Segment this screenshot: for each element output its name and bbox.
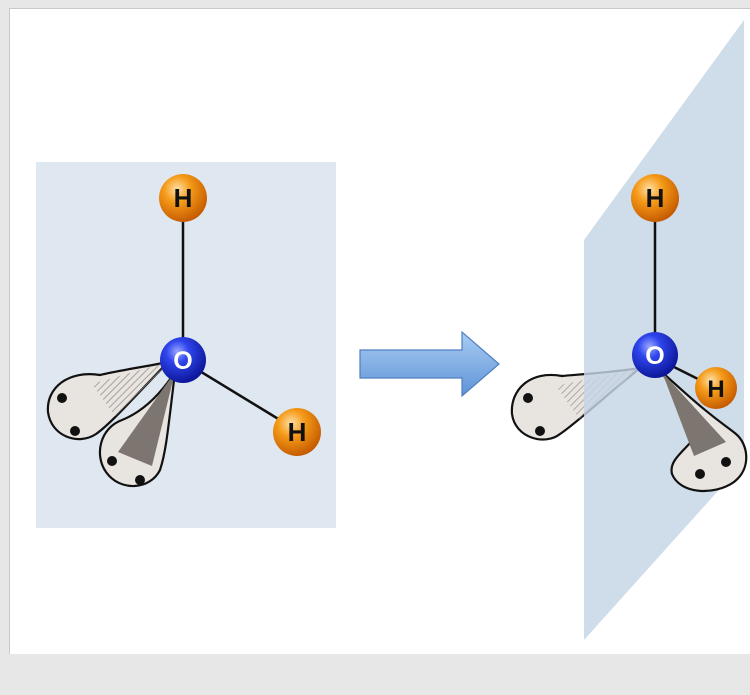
- electron-dot: [57, 393, 67, 403]
- right-arrow-icon: [359, 330, 500, 398]
- oxygen-atom: O: [632, 332, 678, 378]
- electron-dot: [695, 469, 705, 479]
- o-h-bond-side: [671, 364, 701, 382]
- electron-dot: [107, 456, 117, 466]
- oxygen-atom: O: [160, 337, 206, 383]
- hydrogen-atom-top: H: [631, 174, 679, 222]
- hydrogen-label: H: [174, 183, 193, 213]
- hydrogen-atom-top: H: [159, 174, 207, 222]
- lone-pair-wedge: [661, 371, 748, 493]
- mirror-plane: [584, 20, 744, 640]
- hydrogen-atom-side: H: [695, 367, 737, 409]
- electron-dot: [70, 426, 80, 436]
- electron-dot: [721, 457, 731, 467]
- electron-dot: [135, 475, 145, 485]
- electron-dot: [535, 426, 545, 436]
- o-h-bond-right: [197, 368, 281, 422]
- right-molecule: H O H: [510, 20, 748, 640]
- bottom-bar: [0, 654, 750, 695]
- hydrogen-label: H: [288, 417, 307, 447]
- hydrogen-label: H: [707, 376, 724, 403]
- electron-dot: [523, 393, 533, 403]
- hydrogen-atom-right: H: [273, 408, 321, 456]
- oxygen-label: O: [173, 347, 192, 375]
- hydrogen-label: H: [646, 183, 665, 213]
- lone-pair-hashed: [46, 360, 172, 441]
- lone-pair-wedge: [98, 371, 177, 488]
- left-molecule: H O H: [36, 162, 336, 528]
- oxygen-label: O: [645, 342, 664, 370]
